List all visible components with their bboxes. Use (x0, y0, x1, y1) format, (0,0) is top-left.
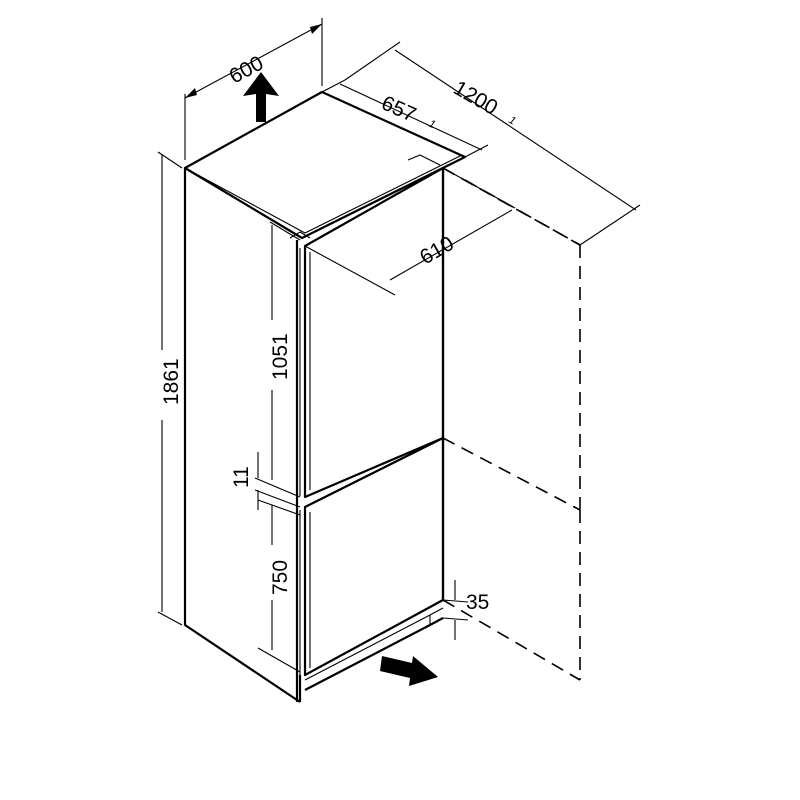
door-swing-outline (442, 167, 581, 681)
dim-plinth-label: 35 (466, 591, 489, 614)
dim-upper-door-label: 1051 (269, 333, 292, 380)
dim-height-total (157, 151, 183, 626)
dim-lower-door-label: 750 (269, 560, 292, 595)
dim-depth-open-label: 1200 (450, 76, 502, 119)
dim-depth-open-note: 1 (507, 114, 518, 127)
dim-depth-note: 1 (427, 118, 437, 131)
dim-depth (321, 79, 489, 158)
dim-gap-label: 11 (230, 466, 253, 488)
dim-door-depth-label: 610 (416, 232, 458, 269)
dim-lower-door (257, 499, 301, 673)
lower-door (299, 436, 445, 677)
arrow-right-icon (380, 656, 438, 686)
dim-upper-door (269, 221, 301, 480)
dim-gap (254, 452, 301, 510)
dim-depth-label: 657 (378, 92, 419, 127)
plinth (298, 607, 444, 702)
upper-door (289, 166, 445, 499)
dim-height-total-label: 1861 (160, 358, 183, 405)
arrow-up-icon (243, 72, 279, 122)
dim-width (184, 18, 323, 160)
dim-plinth (442, 580, 469, 640)
dim-depth-open (344, 41, 641, 246)
dim-door-depth (304, 167, 516, 296)
